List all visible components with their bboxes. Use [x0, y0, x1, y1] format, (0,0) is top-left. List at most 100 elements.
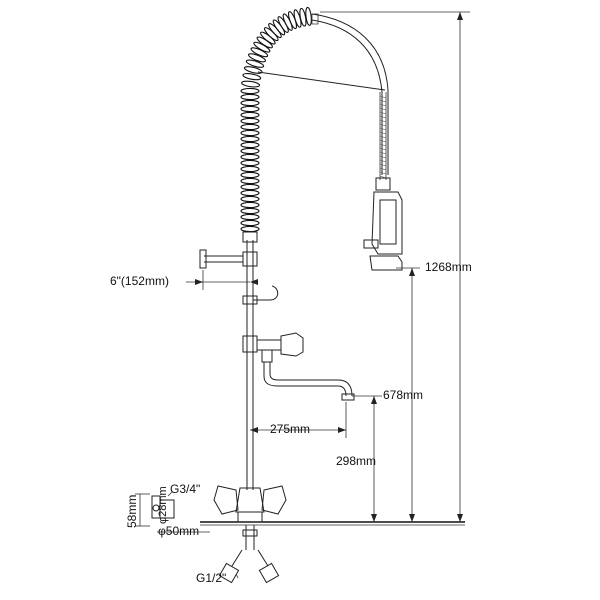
coil-turn — [240, 213, 260, 221]
spout-aerator — [341, 393, 355, 401]
hose-rib — [379, 135, 387, 139]
coil-turn — [240, 135, 260, 143]
hose-rib — [379, 99, 387, 103]
coil-turn — [240, 225, 260, 233]
hose-rib — [379, 123, 387, 127]
arrow-298-bottom — [371, 514, 377, 522]
hose-arc-outer — [311, 13, 389, 175]
coil-turn — [242, 73, 262, 81]
label-275: 275mm — [270, 422, 310, 436]
arrow-1268-bottom — [457, 514, 463, 522]
hose-rib — [379, 167, 387, 171]
hose-rib — [379, 171, 387, 175]
coil-turn — [240, 99, 260, 107]
label-base-height: 58mm — [125, 495, 139, 528]
coil-turn — [240, 93, 260, 101]
hose-rib — [379, 127, 387, 131]
arrow-1268-top — [457, 12, 463, 20]
coil-turn — [240, 105, 260, 113]
arc-brace — [257, 71, 386, 91]
right-handle — [261, 485, 287, 515]
spring-coil — [240, 6, 312, 233]
hose-rib — [379, 143, 387, 147]
hose-rib — [379, 119, 387, 123]
coil-turn — [240, 183, 260, 191]
coil-turn — [240, 129, 260, 137]
leader-supply — [235, 573, 239, 579]
coil-turn — [240, 207, 260, 215]
spout-base — [261, 349, 273, 363]
coil-turn — [240, 189, 260, 197]
coil-turn — [240, 159, 260, 167]
supply-split — [231, 549, 269, 567]
hose-rib — [379, 163, 387, 167]
supply-fitting-right — [258, 562, 280, 584]
mixer-base — [237, 511, 263, 523]
spray-nozzle — [369, 255, 403, 271]
supply-fitting-left — [218, 562, 240, 584]
leader-inlet — [167, 491, 173, 497]
coil-turn — [240, 111, 260, 119]
hose-rib — [379, 151, 387, 155]
coil-turn — [287, 11, 298, 30]
coil-turn — [241, 80, 261, 88]
label-bracket: 6"(152mm) — [110, 274, 169, 288]
label-678: 678mm — [383, 388, 423, 402]
hose-arc-inner — [311, 19, 383, 175]
label-base-dia: φ50mm — [158, 524, 199, 538]
spray-head-panel — [379, 199, 397, 245]
coil-turn — [240, 141, 260, 149]
spray-connector — [375, 177, 391, 191]
arrow-678-top — [409, 268, 415, 276]
lock-nut — [242, 529, 258, 537]
coil-turn — [305, 6, 312, 26]
label-inlet-thread: G3/4" — [170, 482, 200, 496]
coil-turn — [247, 53, 267, 63]
spout-inner — [269, 362, 353, 397]
spout-outer — [263, 362, 347, 397]
inlet-detail-hole — [152, 504, 160, 512]
hose-rib — [379, 103, 387, 107]
coil-turn — [240, 153, 260, 161]
coil-turn — [240, 147, 260, 155]
coil-turn — [240, 177, 260, 185]
hose-rib — [379, 155, 387, 159]
arc-top-cap — [311, 13, 319, 25]
hose-texture — [379, 95, 387, 179]
hook — [253, 285, 279, 301]
hose-rib — [379, 159, 387, 163]
tee-body — [242, 335, 258, 353]
spray-head-body — [371, 191, 403, 255]
mixer-body — [235, 487, 265, 513]
inlet-detail-fitting — [159, 499, 175, 519]
coil-turn — [240, 201, 260, 209]
arrow-298-top — [371, 396, 377, 404]
coil-turn — [240, 117, 260, 125]
hose-rib — [379, 115, 387, 119]
hose-rib — [379, 131, 387, 135]
coil-turn — [245, 59, 265, 68]
coil-turn — [240, 171, 260, 179]
left-handle — [213, 485, 239, 515]
arrow-678-bottom — [409, 514, 415, 522]
label-supply-thread: G1/2" — [196, 571, 226, 585]
hook-clamp — [242, 295, 258, 305]
valve-stem — [256, 339, 282, 351]
label-pipe-dia: φ28mm — [157, 486, 169, 524]
coil-turn — [240, 195, 260, 203]
hose-rib — [379, 107, 387, 111]
arrow-275-left — [250, 427, 258, 433]
bracket-clamp — [242, 251, 258, 267]
hose-rib — [379, 147, 387, 151]
arrow-275-right — [338, 427, 346, 433]
label-298: 298mm — [336, 454, 376, 468]
spray-trigger — [363, 239, 379, 249]
arrow-bracket-right — [250, 279, 258, 285]
hose-rib — [379, 95, 387, 99]
coil-turn — [240, 165, 260, 173]
coil-turn — [240, 219, 260, 227]
coil-turn — [240, 123, 260, 131]
label-1268: 1268mm — [425, 260, 472, 274]
hose-rib — [379, 111, 387, 115]
